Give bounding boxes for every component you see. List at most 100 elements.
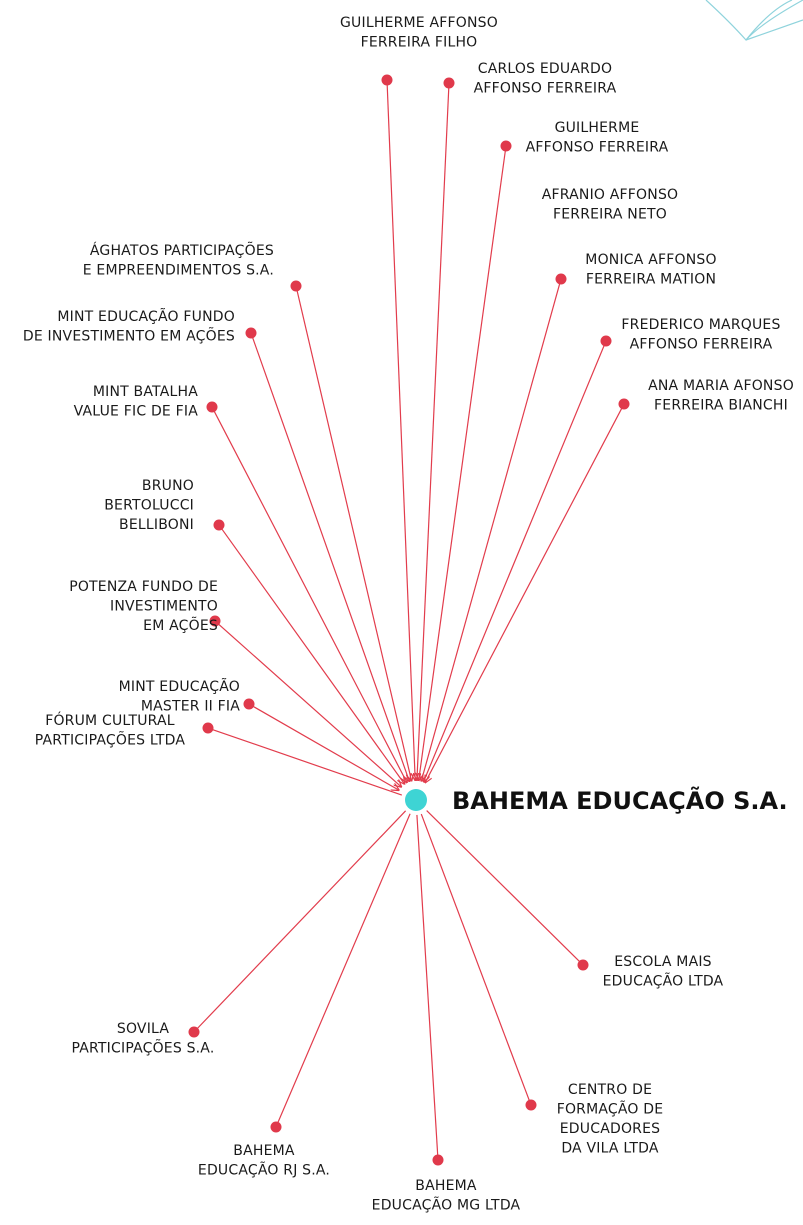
label-guilherme-affonso-ferreira: GUILHERME AFFONSO FERREIRA bbox=[526, 120, 669, 156]
label-line-afranio-affonso-ferreira-neto-1: FERREIRA NETO bbox=[553, 207, 667, 223]
node-dot-mint-batalha[interactable] bbox=[206, 401, 218, 413]
label-line-potenza-fundo-2: EM AÇÕES bbox=[143, 617, 218, 634]
edge-bruno-bertolucci-belliboni bbox=[221, 528, 404, 784]
label-ana-maria-afonso-ferreira-bianchi: ANA MARIA AFONSO FERREIRA BIANCHI bbox=[648, 378, 794, 414]
node-dot-aghatos-participacoes[interactable] bbox=[290, 280, 302, 292]
label-escola-mais: ESCOLA MAIS EDUCAÇÃO LTDA bbox=[603, 954, 724, 990]
edge-monica-affonso-ferreira-mation bbox=[421, 283, 561, 781]
edge-aghatos-participacoes bbox=[296, 290, 411, 781]
node-dot-mint-educacao-fundo[interactable] bbox=[245, 327, 257, 339]
node-dot-bruno-bertolucci-belliboni[interactable] bbox=[213, 519, 225, 531]
edges bbox=[197, 84, 623, 1156]
center-label: BAHEMA EDUCAÇÃO S.A. bbox=[452, 786, 788, 815]
label-line-frederico-marques-affonso-ferreira-1: AFFONSO FERREIRA bbox=[630, 337, 773, 353]
label-line-carlos-eduardo-affonso-ferreira-0: CARLOS EDUARDO bbox=[478, 61, 613, 77]
label-line-potenza-fundo-1: INVESTIMENTO bbox=[110, 599, 218, 615]
node-dot-bahema-mg[interactable] bbox=[432, 1154, 444, 1166]
label-line-mint-batalha-0: MINT BATALHA bbox=[93, 384, 198, 400]
label-potenza-fundo: POTENZA FUNDO DE INVESTIMENTO EM AÇÕES bbox=[69, 579, 218, 634]
node-dot-bahema-rj[interactable] bbox=[270, 1121, 282, 1133]
label-line-forum-cultural-1: PARTICIPAÇÕES LTDA bbox=[35, 732, 186, 749]
edge-mint-educacao-master bbox=[253, 705, 398, 790]
label-line-centro-formacao-3: DA VILA LTDA bbox=[561, 1141, 659, 1157]
node-dot-forum-cultural[interactable] bbox=[202, 722, 214, 734]
label-line-bahema-mg-1: EDUCAÇÃO MG LTDA bbox=[372, 1197, 521, 1214]
label-line-guilherme-affonso-ferreira-1: AFFONSO FERREIRA bbox=[526, 140, 669, 156]
label-line-forum-cultural-0: FÓRUM CULTURAL bbox=[45, 711, 175, 729]
label-line-frederico-marques-affonso-ferreira-0: FREDERICO MARQUES bbox=[621, 317, 780, 333]
label-mint-batalha: MINT BATALHA VALUE FIC DE FIA bbox=[74, 384, 199, 420]
edge-escola-mais bbox=[426, 810, 580, 962]
label-line-guilherme-affonso-ferreira-filho-0: GUILHERME AFFONSO bbox=[340, 15, 498, 31]
label-line-monica-affonso-ferreira-mation-1: FERREIRA MATION bbox=[586, 272, 716, 288]
label-line-guilherme-affonso-ferreira-0: GUILHERME bbox=[555, 120, 640, 136]
edge-ana-maria-afonso-ferreira-bianchi bbox=[425, 408, 623, 782]
edge-potenza-fundo bbox=[218, 623, 401, 786]
label-line-bruno-bertolucci-belliboni-2: BELLIBONI bbox=[119, 517, 194, 533]
node-dot-monica-affonso-ferreira-mation[interactable] bbox=[555, 273, 567, 285]
label-line-aghatos-participacoes-0: ÁGHATOS PARTICIPAÇÕES bbox=[90, 242, 274, 259]
node-dot-guilherme-affonso-ferreira[interactable] bbox=[500, 140, 512, 152]
edge-guilherme-affonso-ferreira-filho bbox=[386, 84, 415, 780]
label-line-bahema-rj-1: EDUCAÇÃO RJ S.A. bbox=[198, 1162, 330, 1179]
edge-frederico-marques-affonso-ferreira bbox=[424, 345, 605, 782]
label-line-mint-educacao-master-1: MASTER II FIA bbox=[141, 699, 240, 715]
label-line-ana-maria-afonso-ferreira-bianchi-0: ANA MARIA AFONSO bbox=[648, 378, 794, 394]
label-forum-cultural: FÓRUM CULTURAL PARTICIPAÇÕES LTDA bbox=[35, 711, 186, 749]
node-dot-carlos-eduardo-affonso-ferreira[interactable] bbox=[443, 77, 455, 89]
label-carlos-eduardo-affonso-ferreira: CARLOS EDUARDO AFFONSO FERREIRA bbox=[474, 61, 617, 97]
edge-mint-educacao-fundo bbox=[252, 337, 410, 781]
label-line-afranio-affonso-ferreira-neto-0: AFRANIO AFFONSO bbox=[542, 187, 679, 203]
edge-forum-cultural bbox=[212, 729, 403, 796]
label-centro-formacao: CENTRO DE FORMAÇÃO DE EDUCADORES DA VILA LT… bbox=[557, 1082, 664, 1157]
label-line-mint-educacao-master-0: MINT EDUCAÇÃO bbox=[119, 678, 240, 695]
label-line-centro-formacao-1: FORMAÇÃO DE bbox=[557, 1101, 664, 1118]
center-node bbox=[405, 789, 427, 811]
edge-sovila bbox=[197, 810, 407, 1029]
label-bahema-mg: BAHEMA EDUCAÇÃO MG LTDA bbox=[372, 1178, 521, 1214]
label-line-mint-educacao-fundo-0: MINT EDUCAÇÃO FUNDO bbox=[57, 308, 235, 325]
node-dot-sovila[interactable] bbox=[188, 1026, 200, 1038]
edge-centro-formacao bbox=[420, 813, 530, 1101]
label-aghatos-participacoes: ÁGHATOS PARTICIPAÇÕES E EMPREENDIMENTOS S… bbox=[83, 242, 274, 279]
node-dot-escola-mais[interactable] bbox=[577, 959, 589, 971]
label-line-bahema-mg-0: BAHEMA bbox=[415, 1178, 477, 1194]
label-guilherme-affonso-ferreira-filho: GUILHERME AFFONSO FERREIRA FILHO bbox=[340, 15, 498, 51]
label-line-potenza-fundo-0: POTENZA FUNDO DE bbox=[69, 579, 218, 595]
label-line-escola-mais-1: EDUCAÇÃO LTDA bbox=[603, 973, 724, 990]
label-line-centro-formacao-0: CENTRO DE bbox=[568, 1082, 652, 1098]
label-line-guilherme-affonso-ferreira-filho-1: FERREIRA FILHO bbox=[361, 35, 478, 51]
edge-carlos-eduardo-affonso-ferreira bbox=[417, 87, 450, 780]
label-line-escola-mais-0: ESCOLA MAIS bbox=[614, 954, 712, 970]
label-frederico-marques-affonso-ferreira: FREDERICO MARQUES AFFONSO FERREIRA bbox=[621, 317, 780, 353]
node-dot-ana-maria-afonso-ferreira-bianchi[interactable] bbox=[618, 398, 630, 410]
label-line-bruno-bertolucci-belliboni-0: BRUNO bbox=[142, 478, 194, 494]
edge-guilherme-affonso-ferreira bbox=[419, 150, 506, 780]
edge-mint-batalha bbox=[213, 411, 406, 782]
label-monica-affonso-ferreira-mation: MONICA AFFONSO FERREIRA MATION bbox=[585, 252, 716, 288]
node-dot-guilherme-affonso-ferreira-filho[interactable] bbox=[381, 74, 393, 86]
label-bahema-rj: BAHEMA EDUCAÇÃO RJ S.A. bbox=[198, 1143, 330, 1179]
corner-decoration bbox=[705, 0, 803, 41]
node-dot-potenza-fundo[interactable] bbox=[209, 615, 221, 627]
edge-bahema-mg bbox=[416, 814, 439, 1156]
label-line-carlos-eduardo-affonso-ferreira-1: AFFONSO FERREIRA bbox=[474, 81, 617, 97]
label-sovila: SOVILA PARTICIPAÇÕES S.A. bbox=[72, 1021, 215, 1057]
label-afranio-affonso-ferreira-neto: AFRANIO AFFONSO FERREIRA NETO bbox=[542, 187, 679, 223]
node-dot-mint-educacao-master[interactable] bbox=[243, 698, 255, 710]
node-dot-centro-formacao[interactable] bbox=[525, 1099, 537, 1111]
label-line-monica-affonso-ferreira-mation-0: MONICA AFFONSO bbox=[585, 252, 716, 268]
label-line-centro-formacao-2: EDUCADORES bbox=[560, 1121, 661, 1137]
label-line-bahema-rj-0: BAHEMA bbox=[233, 1143, 295, 1159]
label-line-sovila-0: SOVILA bbox=[117, 1021, 169, 1037]
label-mint-educacao-master: MINT EDUCAÇÃO MASTER II FIA bbox=[119, 678, 241, 715]
node-dot-frederico-marques-affonso-ferreira[interactable] bbox=[600, 335, 612, 347]
edge-bahema-rj bbox=[277, 813, 411, 1123]
label-line-mint-batalha-1: VALUE FIC DE FIA bbox=[74, 404, 199, 420]
label-line-ana-maria-afonso-ferreira-bianchi-1: FERREIRA BIANCHI bbox=[654, 398, 788, 414]
label-line-aghatos-participacoes-1: E EMPREENDIMENTOS S.A. bbox=[83, 263, 274, 279]
label-line-sovila-1: PARTICIPAÇÕES S.A. bbox=[72, 1040, 215, 1057]
label-line-mint-educacao-fundo-1: DE INVESTIMENTO EM AÇÕES bbox=[23, 328, 235, 345]
